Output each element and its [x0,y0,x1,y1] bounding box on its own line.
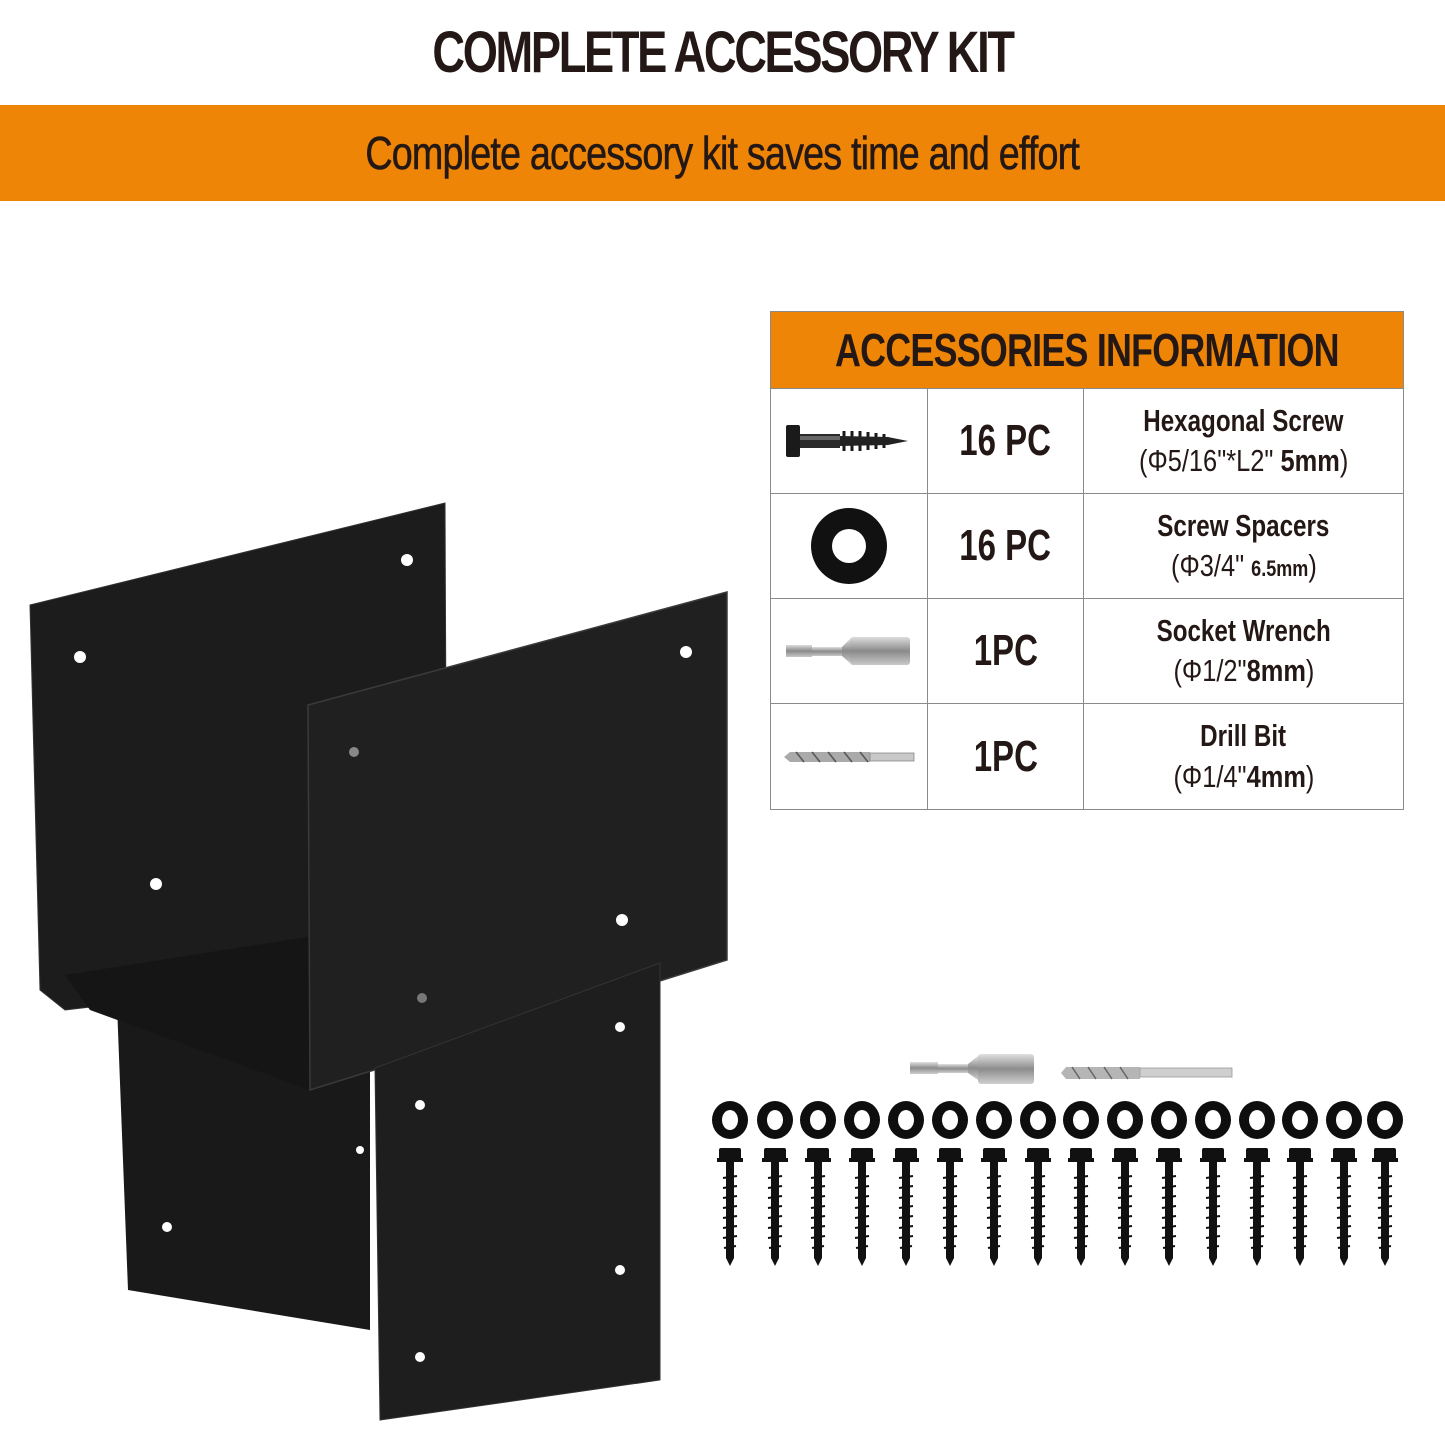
table-row: 16 PC Hexagonal Screw (Φ5/16"*L2" 5mm) [771,389,1403,494]
quantity-text: 1PC [973,731,1038,781]
tagline-text: Complete accessory kit saves time and ef… [365,127,1080,180]
item-spec: (Φ1/2"8mm) [1173,653,1314,688]
tagline-banner: Complete accessory kit saves time and ef… [0,105,1445,201]
kit-screws [716,1147,1399,1267]
page-title: COMPLETE ACCESSORY KIT [432,20,1015,85]
table-row: 1PC Drill Bit (Φ1/4"4mm) [771,704,1403,809]
table-row: 1PC Socket Wrench (Φ1/2"8mm) [771,599,1403,704]
item-name: Socket Wrench [1156,612,1331,648]
item-name: Screw Spacers [1157,507,1330,543]
post-bracket-image [29,502,728,1421]
kit-washers [712,1101,1403,1139]
drill-bit-icon [771,704,928,809]
quantity-text: 16 PC [959,521,1052,570]
quantity-text: 16 PC [959,416,1052,465]
item-name: Drill Bit [1200,718,1287,754]
item-spec: (Φ1/4"4mm) [1173,758,1314,794]
accessories-table: ACCESSORIES INFORMATION 16 PC Hexagonal … [770,311,1404,810]
item-spec: (Φ5/16"*L2" 5mm) [1138,443,1349,478]
kit-contents-image [712,1054,1403,1267]
socket-wrench-icon [771,599,928,703]
kit-socket-wrench [910,1054,1034,1084]
quantity-text: 1PC [973,626,1038,675]
washer-icon [771,494,928,598]
table-row: 16 PC Screw Spacers (Φ3/4" 6.5mm) [771,494,1403,599]
item-spec: (Φ3/4" 6.5mm) [1170,548,1317,583]
accessories-table-header: ACCESSORIES INFORMATION [771,312,1403,389]
accessories-table-heading: ACCESSORIES INFORMATION [835,324,1339,376]
hex-screw-icon [771,389,928,493]
item-name: Hexagonal Screw [1143,402,1344,438]
kit-drill-bit [1061,1066,1233,1080]
